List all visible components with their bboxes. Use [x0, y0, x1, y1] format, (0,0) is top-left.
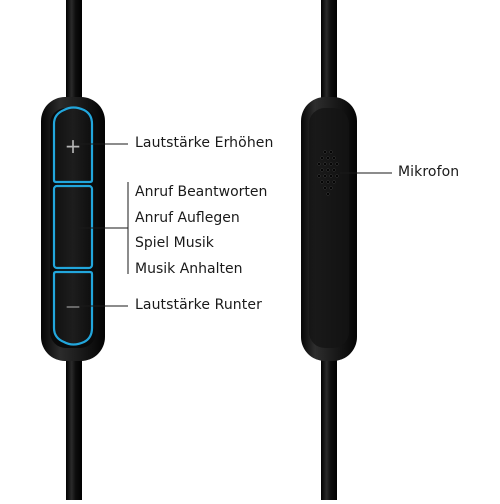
function-label-play: Spiel Musik: [135, 235, 214, 251]
plus-icon: +: [65, 134, 82, 158]
mic-grille-hole: [317, 162, 321, 166]
mic-grille-hole: [335, 174, 339, 178]
mic-grille-hole: [329, 150, 333, 154]
mic-grille-hole: [329, 174, 333, 178]
mic-grille-hole: [326, 168, 330, 172]
mic-grille-hole: [329, 162, 333, 166]
function-label-answer: Anruf Beantworten: [135, 184, 268, 200]
volume-down-label: Lautstärke Runter: [135, 297, 262, 313]
volume-up-label: Lautstärke Erhöhen: [135, 135, 274, 151]
mic-grille-hole: [320, 168, 324, 172]
microphone-unit: [301, 97, 357, 361]
mic-grille-hole: [323, 186, 327, 190]
right-cable-top: [321, 0, 337, 110]
mic-grille-hole: [335, 162, 339, 166]
mic-grille-hole: [323, 174, 327, 178]
right-cable-bottom: [321, 340, 337, 500]
function-labels: Anruf Beantworten Anruf Auflegen Spiel M…: [135, 180, 267, 282]
remote-control: + —: [41, 97, 105, 361]
mic-grille-hole: [317, 174, 321, 178]
minus-icon: —: [66, 299, 80, 315]
mic-grille-hole: [323, 150, 327, 154]
function-label-pause: Musik Anhalten: [135, 260, 243, 277]
leader-lines: [78, 143, 392, 307]
microphone-face: [309, 108, 349, 348]
mic-grille-hole: [326, 192, 330, 196]
mic-grille-hole: [332, 156, 336, 160]
mic-grille-hole: [320, 180, 324, 184]
mic-grille-hole: [326, 156, 330, 160]
microphone-label: Mikrofon: [398, 164, 460, 180]
left-cable-bottom: [66, 340, 82, 500]
volume-down-button[interactable]: [52, 270, 94, 346]
mic-grille-hole: [332, 180, 336, 184]
mic-grille-hole: [329, 186, 333, 190]
multifunction-button[interactable]: [52, 184, 94, 270]
volume-up-button[interactable]: [52, 106, 94, 184]
mic-grille-hole: [320, 156, 324, 160]
microphone-grille-icon: [317, 150, 339, 196]
mic-grille-hole: [323, 162, 327, 166]
mic-grille-hole: [326, 180, 330, 184]
left-cable-top: [66, 0, 82, 110]
function-label-hangup: Anruf Auflegen: [135, 209, 240, 226]
mic-grille-hole: [332, 168, 336, 172]
